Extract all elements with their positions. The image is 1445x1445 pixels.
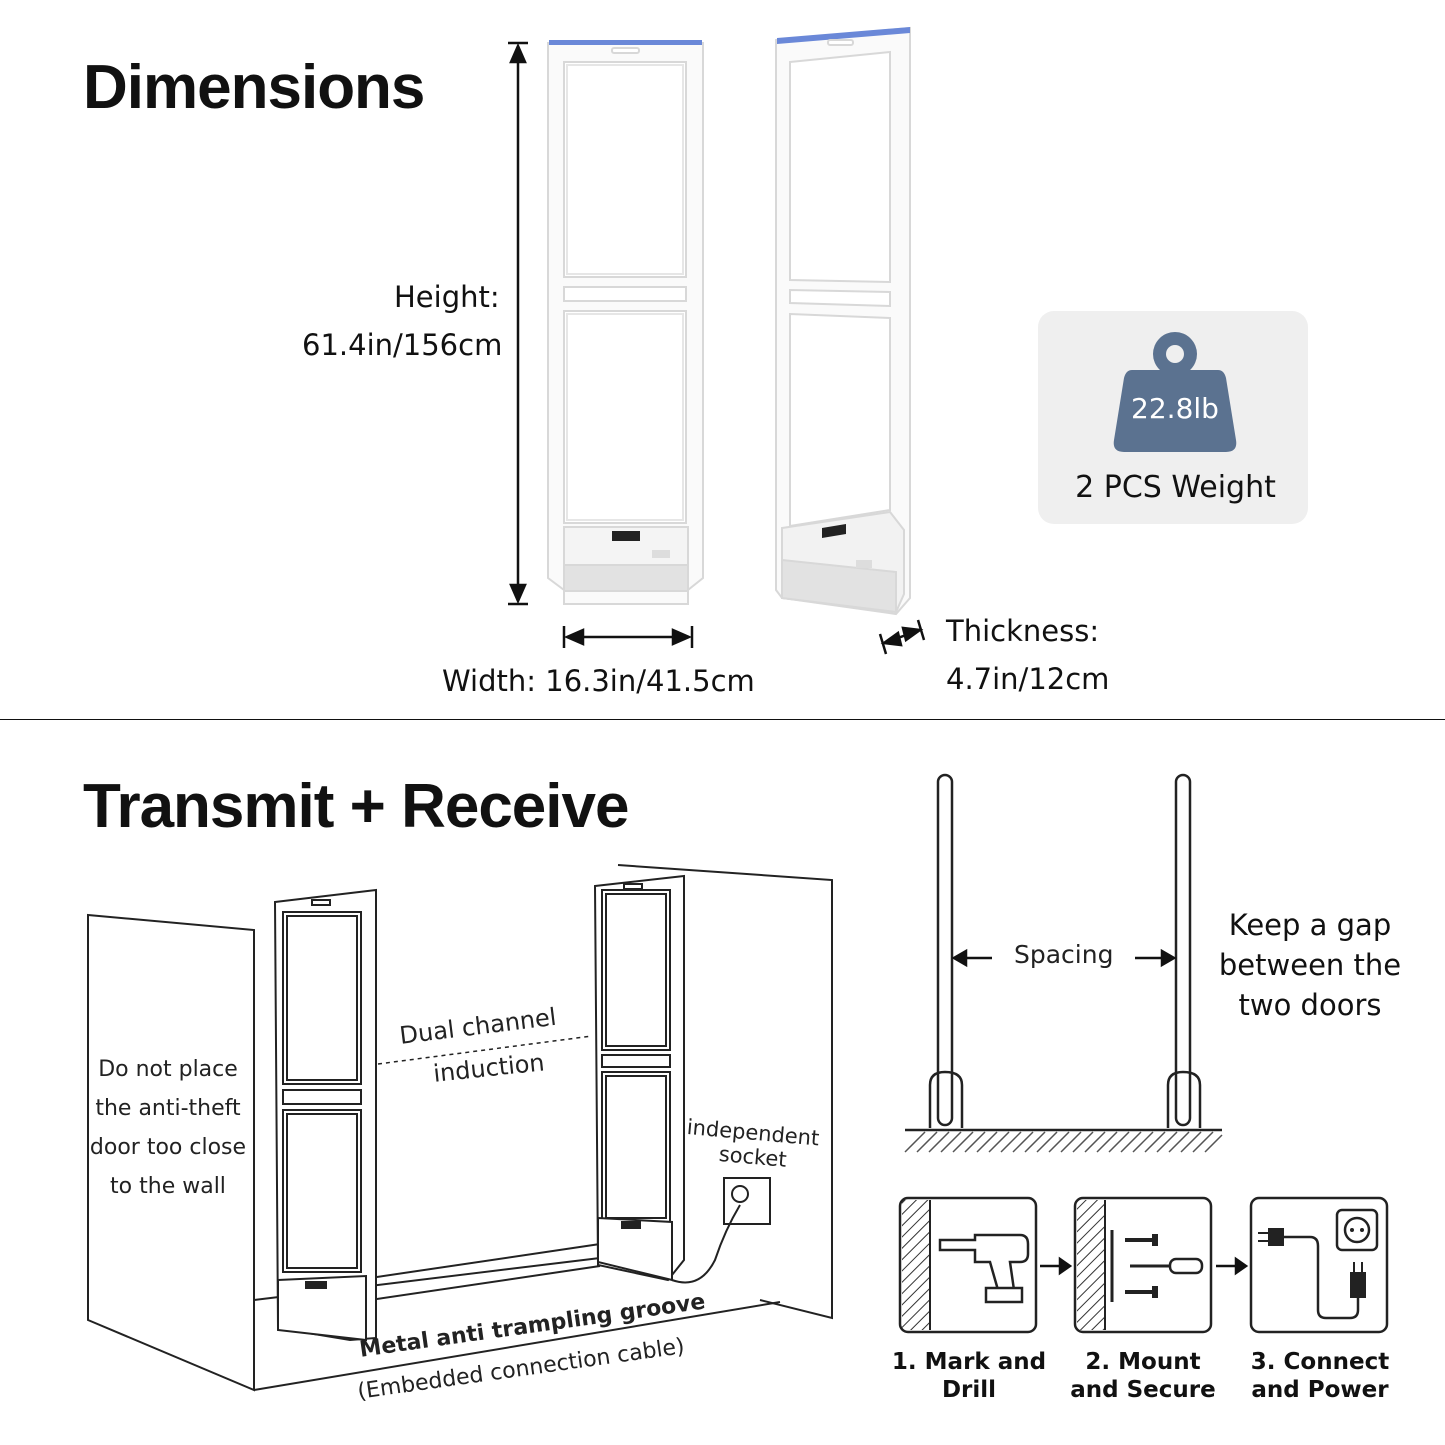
gap-note-line-2: between the (1218, 948, 1402, 982)
width-arrow (562, 626, 694, 648)
plug-socket-icon (1249, 1196, 1389, 1334)
step-2-line-2: and Secure (1070, 1377, 1216, 1403)
wall-warning-line-2: the anti-theft (95, 1096, 241, 1121)
weight-icon (1113, 332, 1237, 452)
weight-caption: 2 PCS Weight (1075, 470, 1276, 505)
width-label: Width: 16.3in/41.5cm (442, 664, 755, 698)
height-arrow (508, 41, 528, 606)
thickness-value: 4.7in/12cm (946, 662, 1110, 696)
wall-warning-line-4: to the wall (110, 1174, 226, 1199)
dimensions-illustration (0, 26, 1445, 720)
screws-screwdriver-icon (1073, 1196, 1213, 1334)
dimensions-title: Dimensions (83, 53, 425, 122)
weight-value: 22.8lb (1131, 392, 1219, 425)
wall-warning-line-3: door too close (89, 1135, 247, 1160)
thickness-arrow (878, 619, 926, 655)
height-label: Height: (394, 280, 500, 314)
transmit-title: Transmit + Receive (83, 772, 629, 841)
thickness-label: Thickness: (946, 614, 1100, 648)
step-1-line-1: 1. Mark and (891, 1349, 1047, 1375)
gap-note-line-3: two doors (1238, 988, 1382, 1022)
install-steps (898, 1196, 1389, 1334)
spacing-label: Spacing (1014, 940, 1114, 969)
step-1-line-2: Drill (941, 1377, 997, 1403)
drill-icon (898, 1196, 1038, 1334)
wall-warning-line-1: Do not place (98, 1057, 238, 1082)
height-value: 61.4in/156cm (302, 328, 503, 362)
step-2-line-1: 2. Mount (1085, 1349, 1201, 1375)
gate-side (775, 26, 911, 616)
gap-note-line-1: Keep a gap (1228, 908, 1392, 942)
step-3-line-1: 3. Connect (1250, 1349, 1390, 1375)
room-illustration (87, 864, 833, 1392)
step-3-line-2: and Power (1251, 1377, 1389, 1403)
spacing-diagram (904, 773, 1223, 1153)
gate-front (547, 40, 704, 605)
